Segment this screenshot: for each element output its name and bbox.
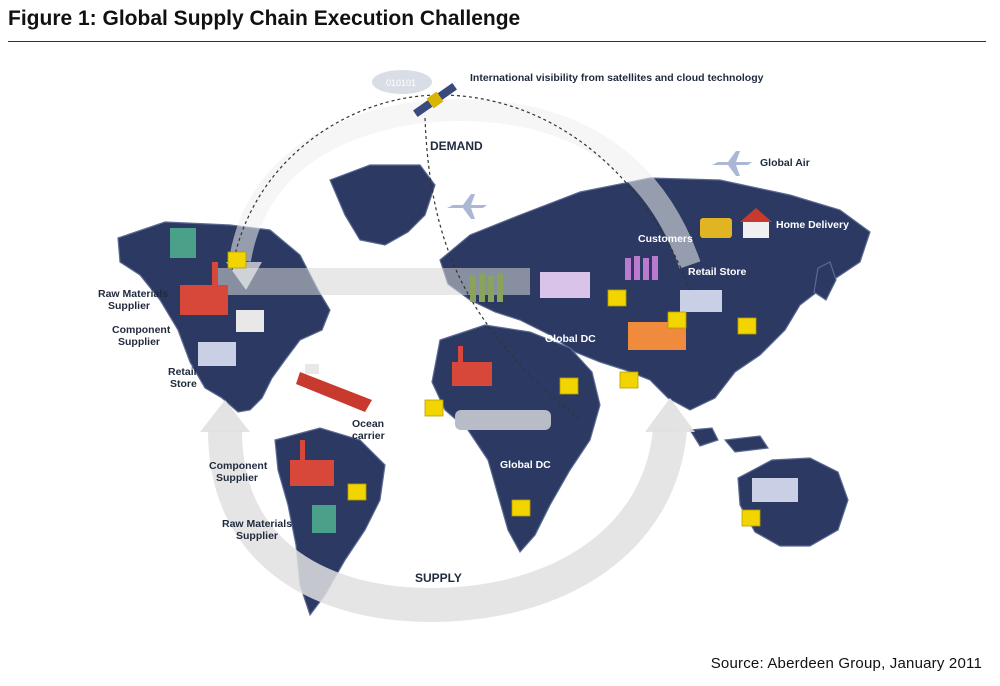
greenland-landmass	[329, 164, 436, 246]
japan-islands	[813, 261, 837, 301]
retail-na-label-1: Retail	[168, 366, 197, 378]
demand-flow-band	[215, 268, 530, 295]
raw-materials-na-label-1: Raw Materials	[98, 288, 168, 300]
retail-store-asia-label: Retail Store	[688, 266, 747, 278]
global-air-label: Global Air	[760, 157, 810, 169]
satellite-label: International visibility from satellites…	[470, 72, 764, 84]
crowd-europe-icon	[470, 274, 503, 302]
cloud-binary-text: 010101	[386, 78, 416, 88]
warehouse-europe-icon	[540, 272, 590, 298]
global-dc-africa-label: Global DC	[500, 459, 551, 471]
factory-africa-icon	[452, 346, 492, 386]
title-rule	[8, 41, 986, 42]
raw-materials-sa-label-2: Supplier	[236, 530, 278, 542]
retail-store-asia-icon	[680, 290, 722, 312]
satellite-group: 010101 International visibility from sat…	[372, 70, 764, 118]
satellite-downlink	[424, 117, 581, 421]
component-sa-label-1: Component	[209, 460, 268, 472]
global-dc-asia-label: Global DC	[545, 333, 596, 345]
africa-landmass	[431, 324, 601, 554]
cloud-icon	[372, 70, 432, 94]
box-icon	[559, 377, 579, 395]
supply-arrowhead-left	[200, 400, 250, 432]
box-icon	[607, 289, 627, 307]
customers-crowd-icon	[625, 256, 658, 280]
house-icon	[740, 208, 772, 238]
retail-na-label-2: Store	[170, 378, 197, 390]
raw-materials-na-label-2: Supplier	[108, 300, 150, 312]
raw-materials-sa-label-1: Raw Materials	[222, 518, 292, 530]
ocean-carrier-label-1: Ocean	[352, 418, 384, 430]
box-icon	[741, 509, 761, 527]
satellite-icon	[413, 82, 457, 118]
ocean-carrier-label-2: carrier	[352, 430, 385, 442]
box-icon	[424, 399, 444, 417]
inventory-boxes	[227, 251, 761, 527]
silo-na-icon	[170, 228, 196, 258]
source-credit: Source: Aberdeen Group, January 2011	[710, 655, 982, 672]
box-icon	[347, 483, 367, 501]
component-sa-label-2: Supplier	[216, 472, 258, 484]
supply-label: SUPPLY	[415, 571, 462, 585]
box-icon	[619, 371, 639, 389]
box-icon	[737, 317, 757, 335]
component-na-label-1: Component	[112, 324, 171, 336]
customers-label: Customers	[638, 233, 693, 245]
truck-na-icon	[236, 310, 264, 332]
indonesia-islands	[688, 427, 770, 453]
demand-label: DEMAND	[430, 139, 483, 153]
delivery-truck-icon	[700, 218, 732, 238]
supply-arrowhead-right	[645, 398, 695, 432]
figure-title: Figure 1: Global Supply Chain Execution …	[8, 7, 521, 30]
box-icon	[511, 499, 531, 517]
demand-arc	[229, 98, 701, 269]
home-delivery-label: Home Delivery	[776, 219, 849, 231]
silo-sa-icon	[312, 505, 336, 533]
demand-arrowhead	[226, 262, 262, 290]
component-na-label-2: Supplier	[118, 336, 160, 348]
global-air-plane-icon	[712, 151, 752, 176]
retail-store-australia-icon	[752, 478, 798, 502]
box-icon	[227, 251, 247, 269]
box-icon	[667, 311, 687, 329]
train-icon	[455, 410, 551, 430]
factory-na-icon	[180, 262, 228, 315]
factory-sa-icon	[290, 440, 334, 486]
ship-icon	[296, 364, 372, 412]
plane-icon	[447, 194, 487, 219]
retail-store-na-icon	[198, 342, 236, 366]
supply-arc	[208, 428, 687, 623]
